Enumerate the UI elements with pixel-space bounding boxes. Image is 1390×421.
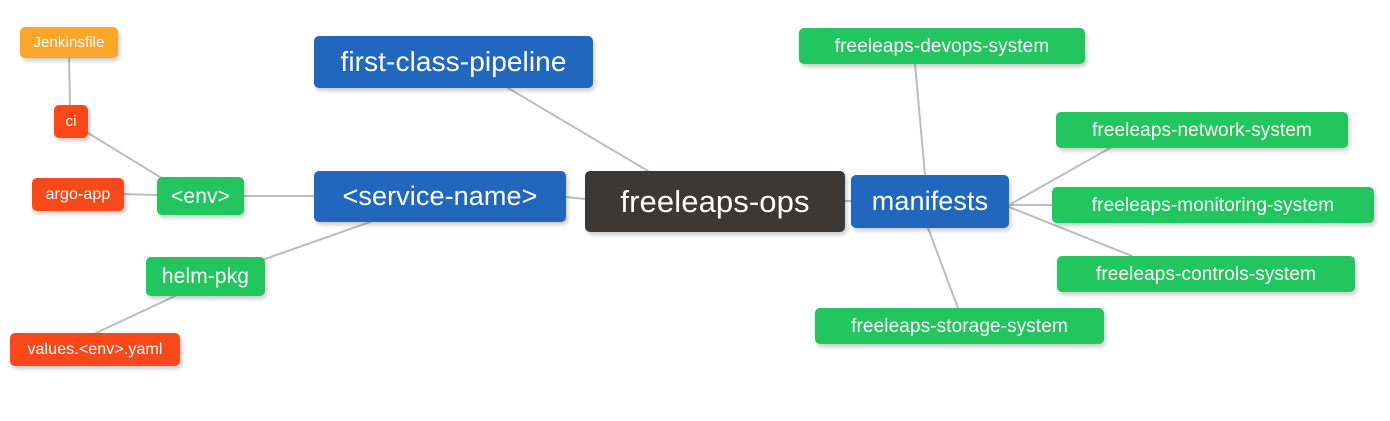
edge-argo-app-to-env	[123, 193, 158, 196]
edge-jenkinsfile-to-ci	[68, 57, 71, 106]
node-freeleaps-devops-system[interactable]: freeleaps-devops-system	[799, 28, 1085, 64]
node-label-env: <env>	[171, 184, 230, 208]
node-label-values-env-yaml: values.<env>.yaml	[27, 340, 163, 358]
node-label-service-name: <service-name>	[342, 181, 538, 211]
node-freeleaps-network-system[interactable]: freeleaps-network-system	[1056, 112, 1348, 148]
node-label-freeleaps-network-system: freeleaps-network-system	[1092, 119, 1312, 141]
edge-ci-to-env	[87, 132, 161, 178]
node-label-freeleaps-devops-system: freeleaps-devops-system	[834, 35, 1050, 57]
node-freeleaps-ops[interactable]: freeleaps-ops	[585, 171, 845, 232]
node-label-argo-app: argo-app	[45, 185, 111, 203]
node-freeleaps-storage-system[interactable]: freeleaps-storage-system	[815, 308, 1104, 344]
node-first-class-pipeline[interactable]: first-class-pipeline	[314, 36, 593, 88]
edge-service-name-to-freeleaps-ops	[565, 196, 586, 200]
node-label-freeleaps-ops: freeleaps-ops	[620, 184, 810, 219]
node-label-freeleaps-storage-system: freeleaps-storage-system	[851, 315, 1068, 337]
node-env[interactable]: <env>	[157, 177, 244, 215]
node-manifests[interactable]: manifests	[851, 175, 1009, 228]
node-label-jenkinsfile: Jenkinsfile	[33, 34, 105, 51]
node-freeleaps-controls-system[interactable]: freeleaps-controls-system	[1057, 256, 1355, 292]
node-jenkinsfile[interactable]: Jenkinsfile	[20, 27, 118, 58]
node-service-name[interactable]: <service-name>	[314, 171, 566, 222]
node-label-freeleaps-monitoring-system: freeleaps-monitoring-system	[1091, 194, 1335, 216]
node-helm-pkg[interactable]: helm-pkg	[146, 257, 265, 296]
edge-manifests-to-freeleaps-storage-system	[927, 227, 959, 309]
node-values-env-yaml[interactable]: values.<env>.yaml	[10, 333, 180, 366]
node-label-ci: ci	[65, 113, 77, 130]
node-label-helm-pkg: helm-pkg	[161, 265, 250, 288]
node-label-manifests: manifests	[871, 186, 989, 216]
node-freeleaps-monitoring-system[interactable]: freeleaps-monitoring-system	[1052, 187, 1374, 223]
node-label-freeleaps-controls-system: freeleaps-controls-system	[1095, 263, 1317, 285]
node-argo-app[interactable]: argo-app	[32, 178, 124, 211]
edge-first-class-pipeline-to-freeleaps-ops	[507, 87, 649, 172]
edge-helm-pkg-to-values-env-yaml	[95, 295, 176, 334]
node-ci[interactable]: ci	[54, 105, 88, 138]
node-label-first-class-pipeline: first-class-pipeline	[340, 46, 567, 77]
edge-service-name-to-helm-pkg	[261, 221, 371, 261]
edge-manifests-to-freeleaps-devops-system	[914, 63, 926, 176]
